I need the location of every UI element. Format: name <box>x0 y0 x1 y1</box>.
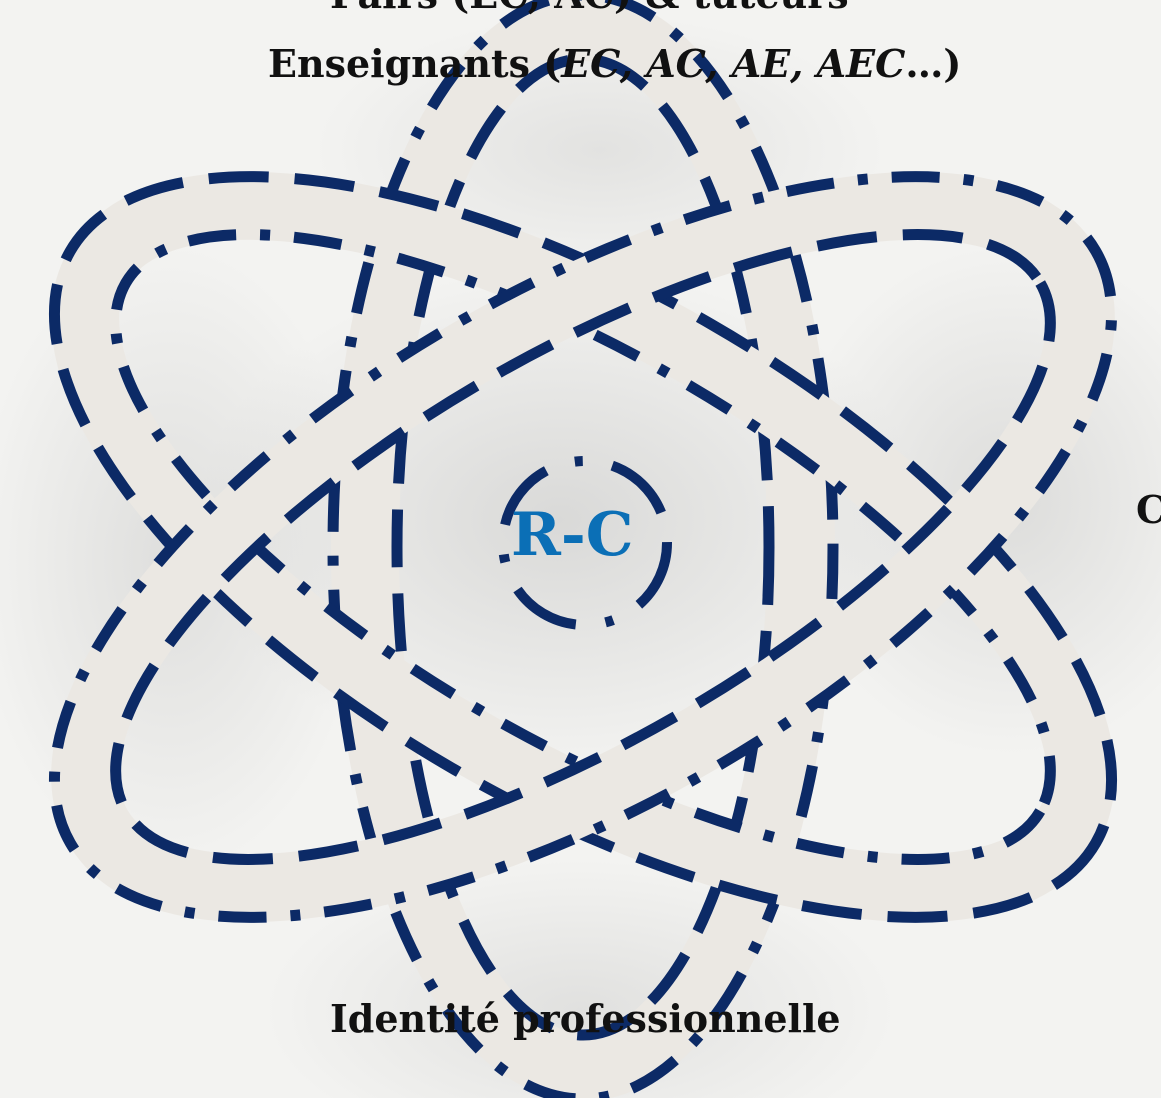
label-teachers-prefix: Enseignants ( <box>268 41 561 86</box>
label-right-partial: C <box>1136 491 1161 529</box>
label-identity: Identité professionnelle <box>330 1000 841 1038</box>
label-teachers-suffix: …) <box>905 41 961 86</box>
label-teachers: Enseignants (EC, AC, AE, AEC…) <box>268 45 961 83</box>
center-label: R-C <box>511 505 634 565</box>
label-teachers-roles: EC, AC, AE, AEC <box>561 41 905 86</box>
label-peers-partial: Pairs (EC, AC) & tuteurs <box>330 0 849 14</box>
